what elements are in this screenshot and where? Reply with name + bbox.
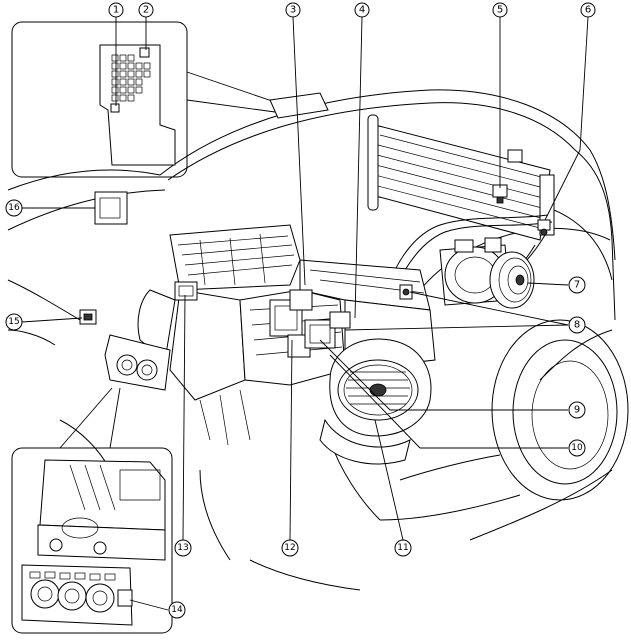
callout-12-label: 12	[284, 543, 295, 553]
callout-6-circle	[580, 2, 596, 18]
climate-control-unit-installed	[104, 334, 171, 391]
callout-8-circle	[568, 316, 586, 334]
callout-12-circle	[281, 539, 299, 557]
callout-16: 16	[5, 199, 23, 217]
callout-1-label: 1	[113, 5, 119, 16]
callout-14-circle	[168, 601, 186, 619]
callout-11-circle	[394, 539, 412, 557]
callout-10-circle	[568, 439, 586, 457]
callout-16-label: 16	[8, 203, 20, 213]
actuators-center	[269, 289, 351, 358]
callout-2-label: 2	[143, 5, 149, 16]
callout-4: 4	[354, 2, 370, 18]
callout-3: 3	[285, 2, 301, 18]
module-16	[94, 191, 128, 225]
callout-1: 1	[108, 2, 124, 18]
evaporator-sensor	[174, 281, 198, 301]
callout-2-circle	[138, 2, 154, 18]
callout-3-label: 3	[290, 5, 296, 16]
callout-6-label: 6	[585, 5, 591, 16]
inset-climate-panel	[11, 387, 173, 634]
callout-5-circle	[492, 2, 508, 18]
callout-5: 5	[492, 2, 508, 18]
callout-9-circle	[568, 401, 586, 419]
callout-9: 9	[568, 401, 586, 419]
callout-8: 8	[568, 316, 586, 334]
callout-5-label: 5	[497, 5, 503, 16]
callout-4-label: 4	[359, 5, 365, 16]
callout-12: 12	[281, 539, 299, 557]
connector-6	[537, 219, 551, 236]
refrigerant-pressure-sensor	[492, 184, 508, 204]
magnetic-clutch	[489, 251, 535, 309]
callout-13-label: 13	[177, 543, 188, 553]
callout-6: 6	[580, 2, 596, 18]
condenser	[367, 114, 555, 241]
callout-15-label: 15	[8, 317, 19, 327]
callout-7-circle	[568, 276, 586, 294]
callout-1-circle	[108, 2, 124, 18]
blower-unit	[319, 338, 432, 465]
callout-15: 15	[5, 313, 23, 331]
callout-10-label: 10	[571, 443, 583, 453]
callout-11: 11	[394, 539, 412, 557]
callout-7-label: 7	[574, 280, 580, 291]
leader-lines	[21, 16, 589, 611]
callout-13: 13	[174, 539, 192, 557]
callout-14: 14	[168, 601, 186, 619]
callout-7: 7	[568, 276, 586, 294]
callout-4-circle	[354, 2, 370, 18]
callout-9-label: 9	[574, 405, 580, 416]
callout-11-label: 11	[397, 543, 408, 553]
callout-2: 2	[138, 2, 154, 18]
callout-8-label: 8	[574, 320, 580, 331]
callout-16-circle	[5, 199, 23, 217]
callout-10: 10	[568, 439, 586, 457]
callout-14-label: 14	[171, 605, 183, 615]
ambient-sensor	[79, 309, 97, 325]
callout-15-circle	[5, 313, 23, 331]
callout-13-circle	[174, 539, 192, 557]
callout-3-circle	[285, 2, 301, 18]
inset-relay-block	[11, 21, 329, 178]
